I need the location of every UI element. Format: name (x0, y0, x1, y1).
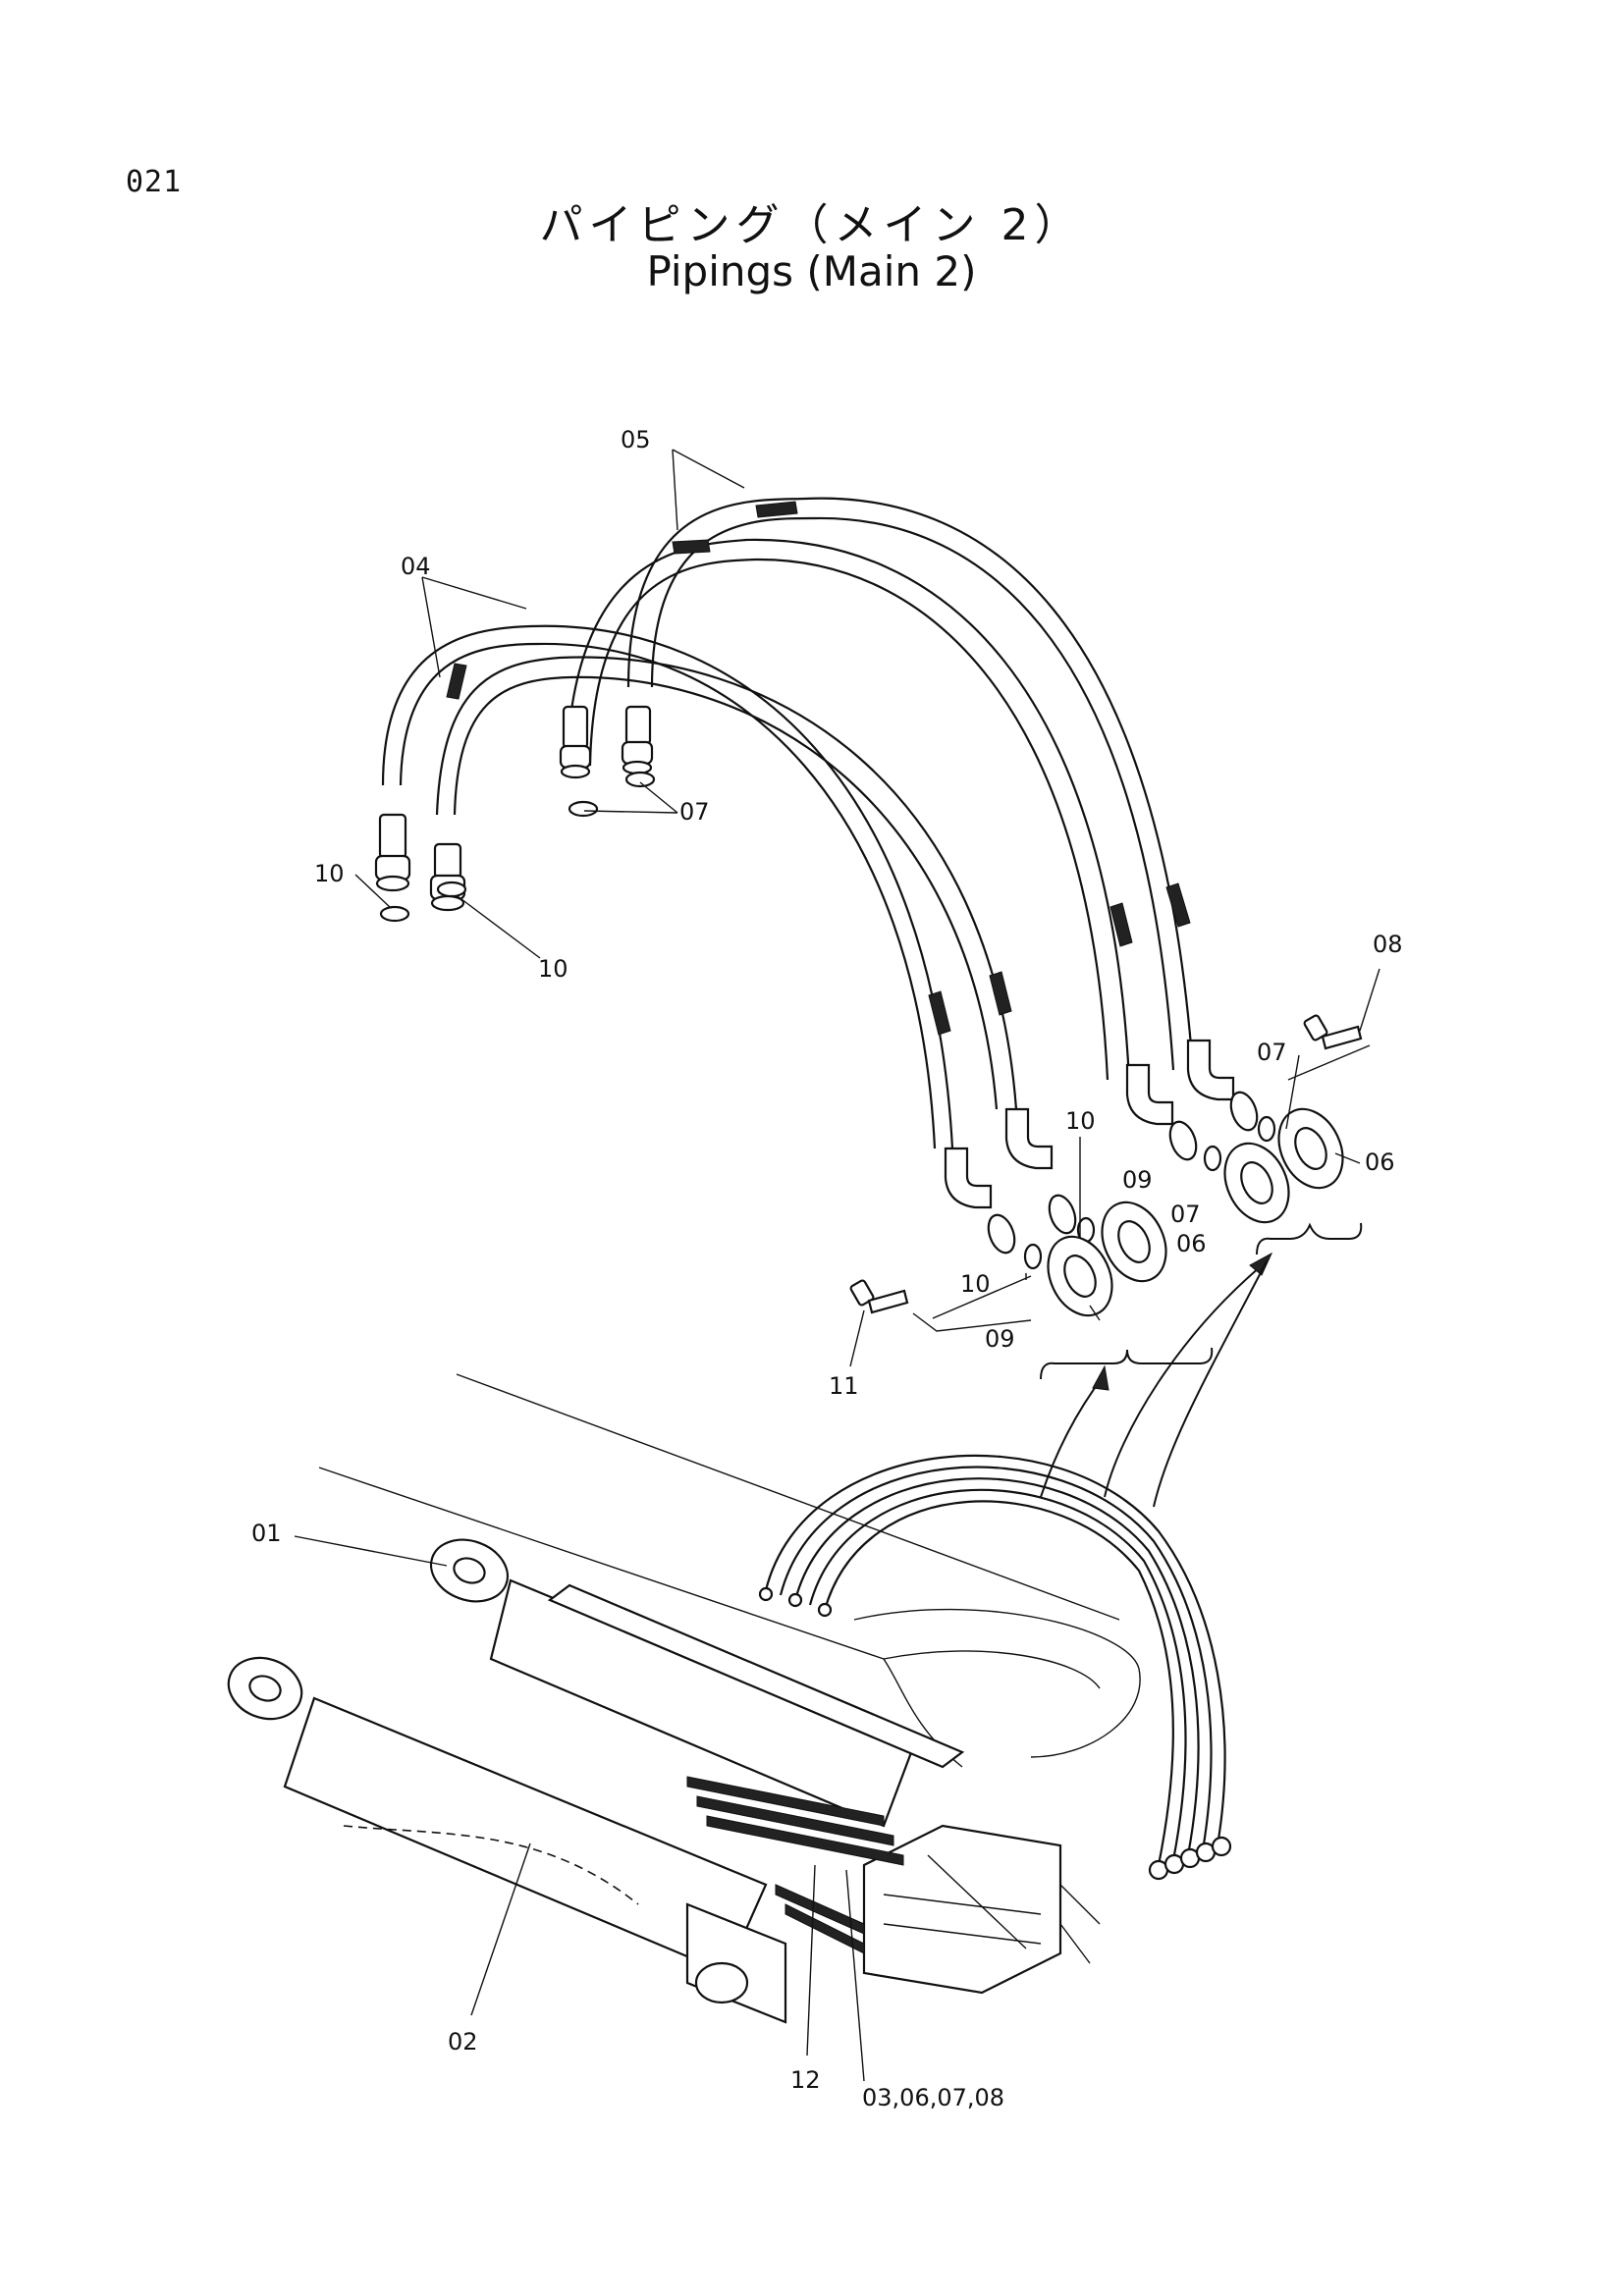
callout-10d: 10 (960, 1270, 991, 1298)
bolt-11 (849, 1279, 909, 1314)
flange-06b (1277, 1107, 1344, 1190)
o-ring-07b (624, 771, 656, 788)
callout-07a: 07 (679, 798, 710, 826)
hose-05-pair (565, 497, 1195, 1081)
flange-09b (1101, 1201, 1167, 1283)
cylinder-01 (429, 1538, 965, 1828)
coiled-hoses (686, 1776, 904, 1954)
callout-10c: 10 (1065, 1107, 1096, 1135)
o-ring-10a (379, 905, 410, 923)
o-rings-left (379, 771, 656, 923)
o-ring-10c (1023, 1243, 1043, 1270)
title-english: Pipings (Main 2) (646, 247, 977, 295)
hose-bundle (758, 1454, 1232, 1881)
brace-left (1040, 1347, 1214, 1380)
o-ring-10b (436, 881, 467, 898)
hose-05-marking (1165, 882, 1191, 928)
callout-05: 05 (621, 426, 651, 454)
flanges (1047, 1107, 1344, 1317)
callout-09a: 09 (1122, 1166, 1153, 1194)
callout-06b: 06 (1176, 1230, 1207, 1257)
hose-04-pair (381, 624, 1018, 1149)
callout-06a: 06 (1365, 1148, 1395, 1176)
callout-03-06-07-08: 03,06,07,08 (862, 2084, 1004, 2111)
o-ring-07d (1257, 1115, 1276, 1143)
hose-04-marking (989, 971, 1012, 1016)
callout-02: 02 (448, 2028, 478, 2056)
callout-01: 01 (251, 1520, 282, 1547)
callout-10b: 10 (538, 955, 568, 983)
callout-11: 11 (829, 1372, 859, 1400)
flange-06a (1223, 1142, 1290, 1224)
callout-08: 08 (1373, 931, 1403, 958)
title-japanese: パイピング（メイン 2） (539, 200, 1084, 250)
o-ring-07c (1203, 1145, 1222, 1172)
valve-block (862, 1824, 1101, 1995)
callout-10a: 10 (314, 860, 345, 887)
bolt-08 (1303, 1014, 1363, 1050)
flange-09a (1047, 1235, 1113, 1317)
o-rings-right (1023, 1115, 1276, 1270)
callout-labels: 05 04 07 10 10 08 07 06 10 09 07 06 10 0… (251, 426, 1403, 2111)
hose-05-marking (1109, 902, 1133, 947)
callout-07b: 07 (1257, 1039, 1287, 1066)
arrows (1040, 1252, 1273, 1508)
hose-04-marking (446, 663, 467, 700)
hose-05-marking (672, 539, 711, 555)
leader-lines (294, 449, 1380, 2082)
boom (318, 1373, 1141, 1768)
hose-right-fittings (944, 1039, 1259, 1255)
cylinder-02 (227, 1656, 787, 2024)
hose-05-marking (755, 501, 798, 518)
o-ring-07a (568, 800, 599, 818)
page-number: 021 (126, 165, 183, 199)
hose-left-fittings (374, 705, 654, 912)
brace-right (1256, 1222, 1363, 1255)
callout-12: 12 (790, 2066, 821, 2094)
callout-09b: 09 (985, 1325, 1015, 1353)
callout-07c: 07 (1170, 1201, 1201, 1228)
hose-04-marking (928, 990, 951, 1036)
callout-04: 04 (401, 553, 431, 580)
